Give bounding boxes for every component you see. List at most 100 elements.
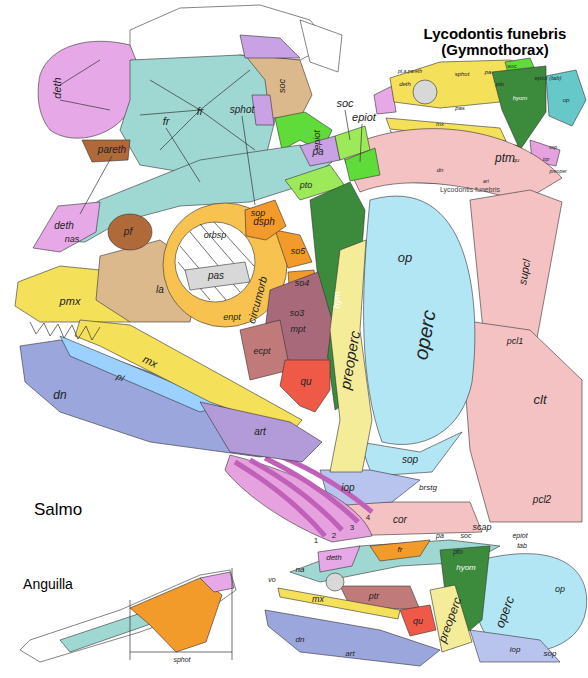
part-label: pto bbox=[453, 548, 463, 555]
part-label: so5 bbox=[291, 247, 306, 256]
part-label: fr bbox=[163, 116, 170, 128]
part-label: la bbox=[156, 285, 164, 296]
part-label: op bbox=[563, 97, 570, 103]
part-label: soc bbox=[278, 79, 287, 93]
part-label: ecpt bbox=[253, 347, 270, 356]
part-label: deth bbox=[54, 221, 73, 232]
orbit bbox=[326, 573, 344, 591]
part-label: sop bbox=[402, 455, 418, 466]
leader-line bbox=[80, 110, 362, 214]
part-label: fr bbox=[398, 546, 403, 554]
bone-region bbox=[370, 540, 430, 561]
part-label: fr bbox=[197, 106, 204, 118]
orbit bbox=[175, 222, 255, 302]
part-label: enpt bbox=[223, 313, 241, 322]
part-label: dn bbox=[53, 389, 66, 402]
part-label: pareth bbox=[98, 145, 126, 156]
bone-region bbox=[460, 320, 582, 522]
part-label: pas bbox=[208, 271, 224, 282]
part-label: sphot bbox=[455, 71, 470, 77]
teeth bbox=[30, 322, 100, 340]
part-label: ptm bbox=[495, 152, 515, 165]
callout-number: 4 bbox=[366, 514, 370, 522]
part-label: clt bbox=[534, 393, 547, 407]
part-label: iop bbox=[341, 483, 354, 494]
bone-region bbox=[318, 546, 360, 572]
part-label: hyom bbox=[513, 95, 528, 101]
species-name: Anguilla bbox=[23, 577, 73, 592]
bone-region bbox=[252, 95, 274, 125]
bone-region bbox=[75, 320, 302, 432]
part-label: qu bbox=[300, 377, 311, 388]
part-label: epiot bbox=[352, 112, 376, 124]
part-label: preoperc bbox=[337, 329, 363, 390]
bone-region bbox=[330, 240, 372, 472]
part-label: soc bbox=[461, 532, 472, 539]
part-label: cor bbox=[393, 515, 407, 526]
bone-region bbox=[33, 202, 100, 252]
part-label: mx bbox=[312, 595, 324, 604]
bone-region bbox=[200, 402, 322, 462]
part-label: scap bbox=[472, 523, 491, 532]
bone-region bbox=[240, 35, 300, 58]
part-label: ptr bbox=[369, 592, 380, 601]
part-label: sop bbox=[549, 145, 557, 150]
part-label: soc bbox=[507, 63, 516, 69]
part-label: hyom bbox=[456, 564, 476, 572]
part-label: mpt bbox=[290, 325, 305, 334]
part-label: pl bbox=[115, 372, 125, 384]
bone-region bbox=[20, 570, 236, 662]
part-label: art bbox=[483, 179, 489, 184]
part-label: pa bbox=[436, 532, 444, 539]
part-label: pcl2 bbox=[533, 495, 551, 506]
leader-line bbox=[130, 568, 232, 660]
part-label: supcl bbox=[517, 258, 533, 285]
part-label: operc bbox=[493, 594, 517, 629]
part-label: dn bbox=[296, 636, 305, 644]
part-label: pa bbox=[312, 147, 323, 158]
part-label: pmx bbox=[60, 296, 81, 308]
part-label: pto bbox=[496, 81, 504, 87]
part-label: preoper bbox=[549, 169, 566, 174]
orbit-hatch bbox=[178, 222, 254, 300]
part-label: sphot bbox=[173, 656, 190, 663]
bone-region bbox=[200, 572, 234, 592]
part-label: vo bbox=[268, 576, 275, 583]
bone-region bbox=[130, 578, 222, 652]
bone-region bbox=[280, 360, 330, 412]
part-label: soc bbox=[336, 98, 353, 110]
part-label: preoperc bbox=[436, 596, 464, 645]
bone-region bbox=[82, 140, 130, 162]
bone-region bbox=[360, 432, 462, 476]
bone-region bbox=[470, 630, 560, 662]
part-label: hym bbox=[333, 291, 342, 308]
orbit bbox=[413, 80, 437, 104]
bone-region bbox=[430, 585, 472, 652]
part-label: sphot bbox=[230, 105, 254, 116]
bone-region bbox=[265, 610, 440, 666]
species-name: Lycodontis funebris bbox=[440, 186, 500, 193]
bone-region bbox=[345, 148, 380, 181]
part-label: pf bbox=[124, 227, 132, 238]
bone-region bbox=[185, 262, 250, 290]
part-label: epiot (tab) bbox=[534, 75, 561, 81]
part-label: nas bbox=[65, 235, 80, 244]
callout-number: 1 bbox=[314, 537, 318, 545]
part-label: pa bbox=[485, 69, 492, 75]
part-label: deth bbox=[326, 554, 342, 562]
part-label: brstg bbox=[419, 484, 437, 492]
part-label: mx bbox=[436, 121, 444, 127]
part-label: tab bbox=[517, 542, 527, 549]
callout-number: 2 bbox=[332, 532, 336, 540]
bone-region bbox=[364, 196, 475, 444]
part-label: pto bbox=[300, 181, 313, 190]
bone-region bbox=[300, 20, 342, 72]
part-label: pt.a.pareth bbox=[398, 69, 422, 74]
part-label: deth bbox=[52, 77, 64, 98]
part-label: pas bbox=[455, 105, 465, 111]
part-label: epiot bbox=[512, 532, 527, 539]
bone-region bbox=[278, 588, 400, 619]
part-label: art bbox=[254, 427, 266, 438]
part-label: pcl1 bbox=[507, 337, 524, 346]
